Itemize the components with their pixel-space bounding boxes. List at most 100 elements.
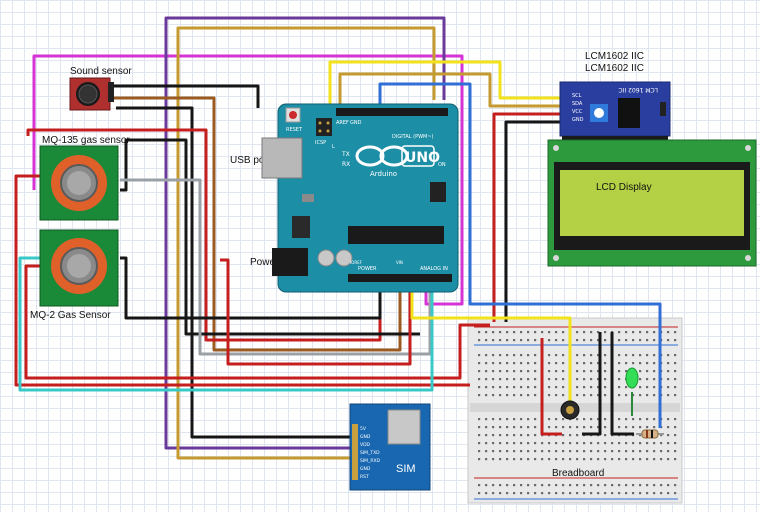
analog-label: ANALOG IN	[420, 266, 448, 272]
power-analog-header	[348, 274, 452, 282]
breadboard-hole	[604, 484, 607, 487]
wire-gold-lcm-sda	[338, 72, 562, 110]
lcm-pin-sda: SDA	[572, 101, 583, 107]
lcm1602-module: LCM1602 IIC LCM1602 IIC LCM 1602 IIC SCL…	[559, 51, 671, 142]
breadboard-hole	[485, 378, 488, 381]
breadboard-hole	[555, 370, 558, 373]
breadboard-hole	[576, 362, 579, 365]
sim-pin-txd: SIM_TXD	[360, 450, 380, 456]
breadboard-hole	[520, 339, 523, 342]
breadboard-hole	[667, 434, 670, 437]
breadboard-hole	[562, 492, 565, 495]
breadboard-hole	[478, 492, 481, 495]
breadboard-hole	[604, 339, 607, 342]
breadboard-hole	[555, 484, 558, 487]
breadboard-hole	[478, 450, 481, 453]
breadboard-hole	[604, 492, 607, 495]
breadboard-hole	[583, 339, 586, 342]
lcm-title-1: LCM1602 IIC	[585, 51, 644, 62]
breadboard-hole	[499, 378, 502, 381]
breadboard-hole	[499, 484, 502, 487]
breadboard-hole	[485, 362, 488, 365]
breadboard-hole	[576, 492, 579, 495]
breadboard-hole	[562, 339, 565, 342]
breadboard-hole	[499, 450, 502, 453]
breadboard-hole	[527, 331, 530, 334]
breadboard-hole	[674, 362, 677, 365]
usb-connector	[261, 137, 303, 179]
breadboard-hole	[604, 362, 607, 365]
breadboard-hole	[639, 458, 642, 461]
small-header	[430, 182, 446, 202]
breadboard-hole	[520, 458, 523, 461]
breadboard-hole	[562, 331, 565, 334]
breadboard-hole	[625, 370, 628, 373]
breadboard-hole	[604, 370, 607, 373]
breadboard-hole	[499, 354, 502, 357]
breadboard-hole	[527, 492, 530, 495]
breadboard-hole	[520, 362, 523, 365]
capacitor-1	[317, 249, 335, 267]
breadboard-hole	[555, 426, 558, 429]
reset-button-cap	[289, 111, 297, 119]
breadboard-hole	[499, 339, 502, 342]
breadboard-hole	[520, 492, 523, 495]
breadboard-hole	[562, 426, 565, 429]
sim-pin-gnd: GND	[360, 434, 371, 440]
breadboard-hole	[499, 386, 502, 389]
breadboard-hole	[632, 418, 635, 421]
sim-pin-strip	[352, 424, 358, 480]
digital-label: DIGITAL (PWM~)	[392, 134, 434, 140]
breadboard-hole	[548, 386, 551, 389]
breadboard-hole	[492, 434, 495, 437]
breadboard-hole	[527, 442, 530, 445]
breadboard-hole	[520, 386, 523, 389]
wire-red-mq2	[24, 264, 490, 380]
breadboard-hole	[583, 418, 586, 421]
breadboard-hole	[534, 492, 537, 495]
breadboard-hole	[548, 362, 551, 365]
breadboard-hole	[506, 386, 509, 389]
breadboard-hole	[555, 339, 558, 342]
breadboard-hole	[618, 339, 621, 342]
wire-black-lcm-gnd	[504, 120, 562, 322]
potentiometer[interactable]	[560, 400, 580, 420]
breadboard-hole	[527, 484, 530, 487]
breadboard-hole	[555, 362, 558, 365]
breadboard-hole	[513, 370, 516, 373]
breadboard-hole	[506, 354, 509, 357]
lcm-jumper	[660, 102, 666, 116]
breadboard-hole	[548, 458, 551, 461]
breadboard-hole	[555, 378, 558, 381]
mq2-sensor: MQ-2 Gas Sensor	[30, 229, 119, 321]
breadboard-hole	[555, 492, 558, 495]
breadboard-hole	[569, 442, 572, 445]
breadboard-hole	[520, 370, 523, 373]
breadboard-hole	[576, 450, 579, 453]
breadboard-hole	[534, 484, 537, 487]
breadboard-hole	[653, 426, 656, 429]
breadboard-hole	[660, 442, 663, 445]
breadboard-hole	[527, 354, 530, 357]
breadboard-hole	[534, 434, 537, 437]
breadboard-hole	[555, 354, 558, 357]
breadboard-hole	[485, 370, 488, 373]
breadboard-hole	[485, 492, 488, 495]
breadboard-hole	[597, 442, 600, 445]
breadboard-hole	[534, 339, 537, 342]
breadboard-hole	[611, 492, 614, 495]
breadboard-hole	[569, 484, 572, 487]
breadboard-hole	[541, 442, 544, 445]
breadboard-hole	[485, 426, 488, 429]
breadboard-hole	[632, 331, 635, 334]
breadboard-hole	[485, 434, 488, 437]
lcd-label: LCD Display	[596, 182, 652, 193]
breadboard-hole	[625, 354, 628, 357]
breadboard-hole	[639, 426, 642, 429]
breadboard-hole	[674, 434, 677, 437]
breadboard-hole	[667, 442, 670, 445]
breadboard-hole	[492, 378, 495, 381]
breadboard-hole	[583, 484, 586, 487]
breadboard-hole	[611, 458, 614, 461]
breadboard-hole	[667, 370, 670, 373]
